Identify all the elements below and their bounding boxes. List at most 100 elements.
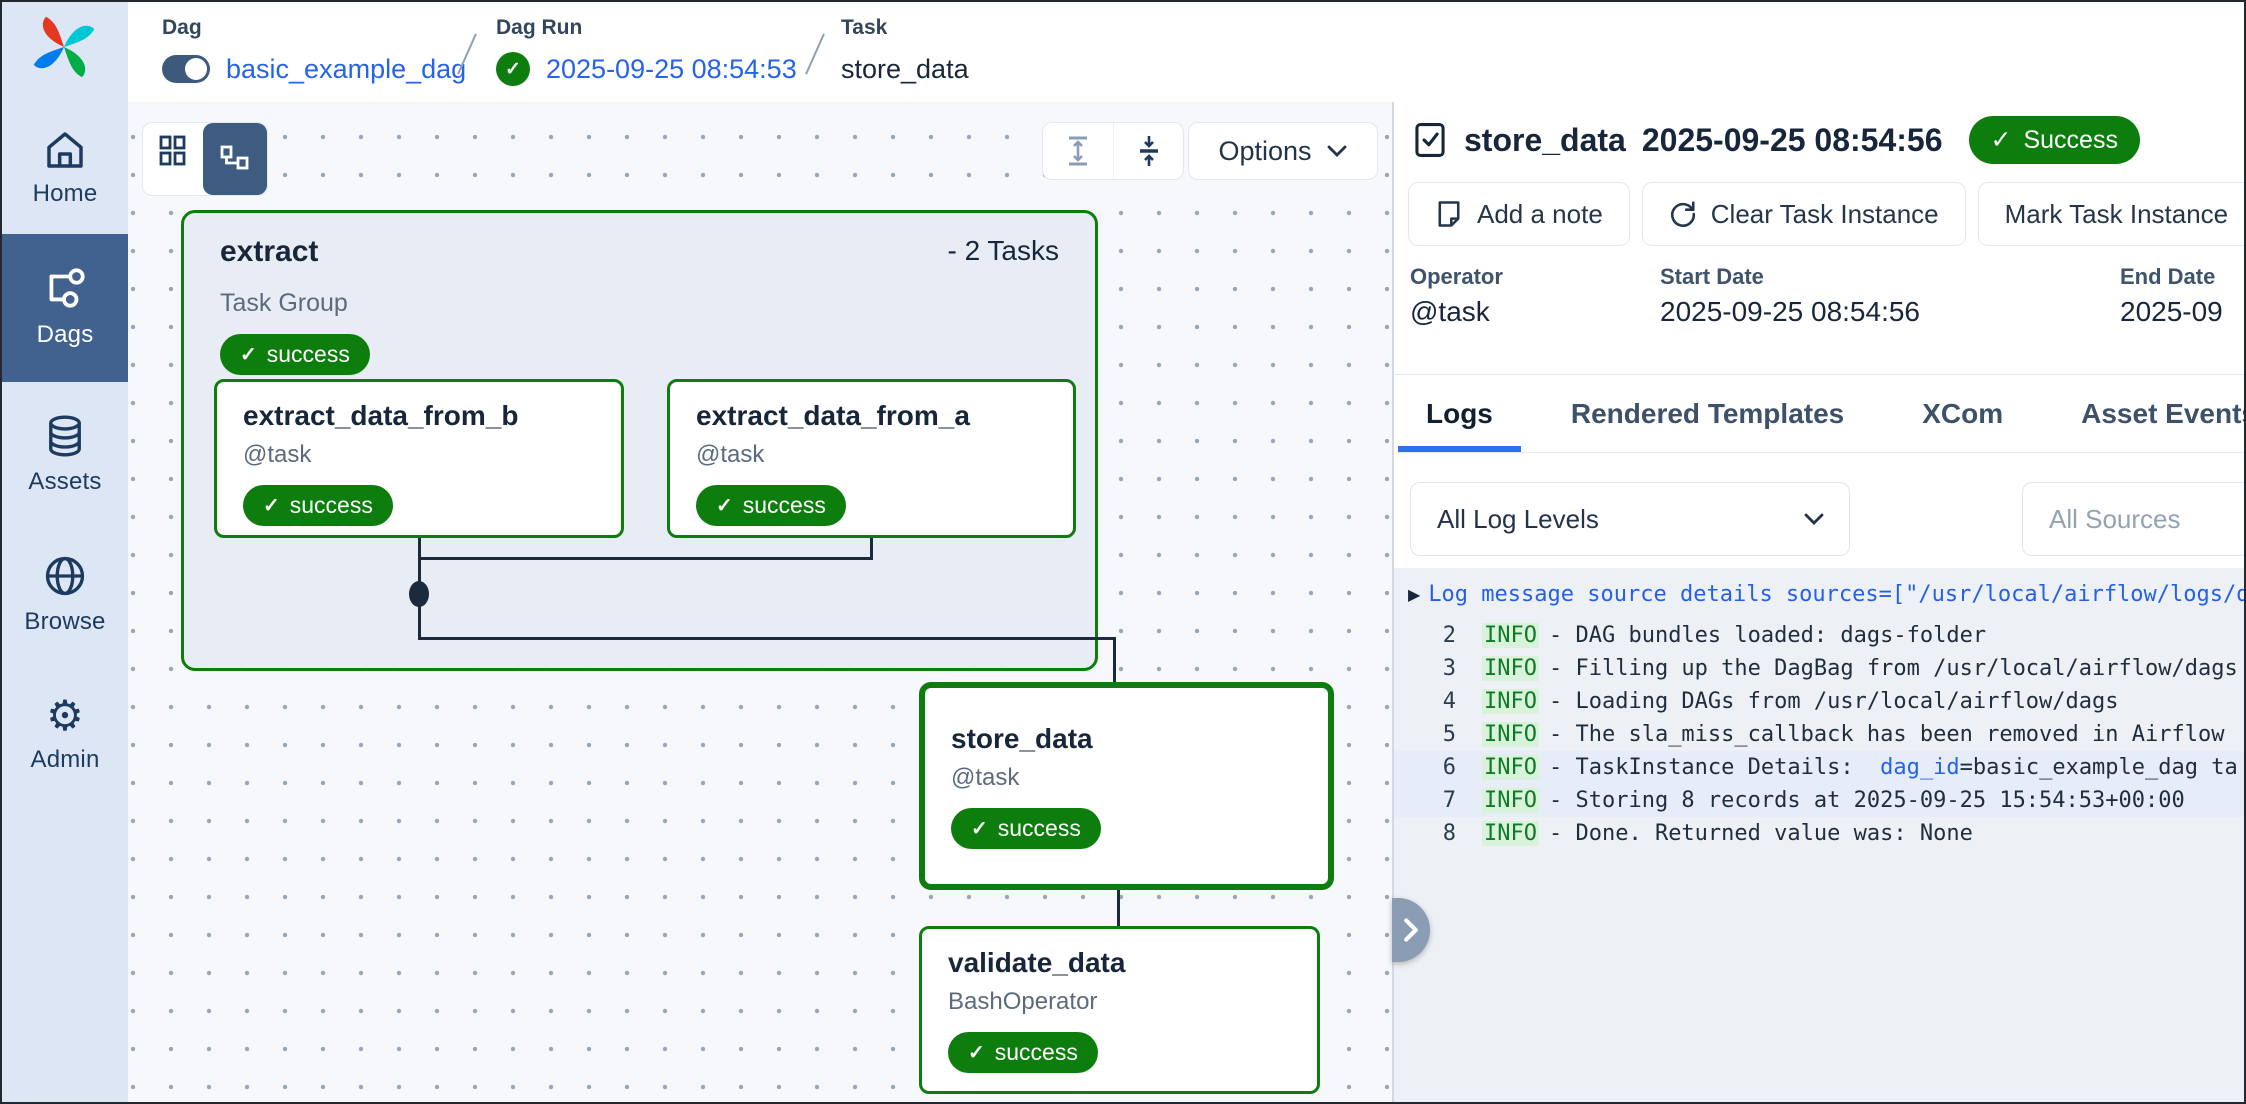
sidebar-item-label: Dags [36, 321, 94, 348]
sidebar-item-assets[interactable]: Assets [2, 414, 128, 496]
log-viewer[interactable]: ▶ Log message source details sources=["/… [1394, 568, 2244, 1102]
sidebar-item-browse[interactable]: Browse [2, 554, 128, 636]
expand-vertical-button[interactable] [1043, 123, 1113, 179]
add-note-button[interactable]: Add a note [1408, 182, 1630, 246]
airflow-logo[interactable] [31, 14, 97, 80]
check-icon: ✓ [263, 495, 280, 517]
edge [1113, 637, 1116, 682]
log-line: 4 INFO - Loading DAGs from /usr/local/ai… [1394, 685, 2244, 718]
edge [418, 602, 421, 640]
sidebar-item-label: Home [32, 180, 98, 207]
clear-task-instance-button[interactable]: Clear Task Instance [1641, 182, 1966, 246]
sidebar-item-home[interactable]: Home [2, 130, 128, 208]
sidebar-item-label: Assets [28, 468, 102, 495]
tab-label: Logs [1426, 397, 1493, 429]
grid-view-button[interactable] [143, 123, 203, 179]
log-level: INFO [1482, 623, 1539, 648]
status-badge-label: success [997, 815, 1081, 841]
breadcrumb-dag: Dag basic_example_dag [162, 16, 466, 86]
mark-task-instance-button[interactable]: Mark Task Instance [1977, 182, 2244, 246]
divider [1394, 374, 2244, 375]
log-message: - Filling up the DagBag from /usr/local/… [1548, 656, 2238, 681]
sidebar-item-admin[interactable]: ⚙ Admin [2, 692, 128, 774]
breadcrumb-separator [805, 33, 825, 75]
grid-icon [159, 135, 186, 166]
log-line: 3 INFO - Filling up the DagBag from /usr… [1394, 652, 2244, 685]
tab-label: Rendered Templates [1570, 397, 1845, 429]
expand-vertical-icon [1069, 136, 1087, 166]
start-date-label: Start Date [1660, 264, 1764, 289]
log-message: - Storing 8 records at 2025-09-25 15:54:… [1548, 788, 2185, 813]
log-level-select[interactable]: All Log Levels [1410, 482, 1850, 556]
graph-icon [220, 145, 249, 170]
status-badge-label: success [994, 1039, 1078, 1065]
log-line-number: 2 [1442, 623, 1456, 648]
task-node-extract-data-from-a[interactable]: extract_data_from_a @task ✓ success [667, 379, 1076, 538]
log-line: 7 INFO - Storing 8 records at 2025-09-25… [1394, 784, 2244, 817]
chevron-down-icon [1804, 513, 1824, 525]
task-instance-panel: store_data 2025-09-25 08:54:56 ✓ Success… [1392, 102, 2244, 1102]
status-badge: ✓ success [696, 485, 846, 526]
check-icon: ✓ [1990, 126, 2012, 154]
task-node-validate-data[interactable]: validate_data BashOperator ✓ success [919, 926, 1320, 1094]
gear-icon: ⚙ [46, 692, 84, 739]
sidebar-item-dags[interactable]: Dags [2, 234, 128, 382]
breadcrumb-dag-run: Dag Run ✓ 2025-09-25 08:54:53 [496, 16, 797, 86]
task-node-store-data[interactable]: store_data @task ✓ success [919, 682, 1334, 890]
status-badge-label: Success [2023, 125, 2118, 154]
task-node-operator: @task [951, 764, 1020, 791]
breadcrumb-task-value: store_data [841, 53, 969, 84]
dag-id-link[interactable]: dag_id [1880, 755, 1960, 780]
log-message: - TaskInstance Details: dag_id=basic_exa… [1548, 755, 2238, 780]
log-sources-input[interactable] [2022, 482, 2244, 556]
tab-xcom[interactable]: XCom [1894, 375, 2031, 452]
note-icon [1438, 201, 1460, 227]
status-badge: ✓ success [220, 334, 370, 375]
task-group-title: extract [220, 235, 319, 268]
breadcrumb: Dag basic_example_dag Dag Run ✓ 2025-09-… [128, 2, 2244, 102]
status-badge: ✓ success [243, 485, 393, 526]
dag-graph-canvas[interactable]: Options extract - 2 Tasks Task Group ✓ s… [128, 102, 1392, 1102]
status-badge-label: success [289, 492, 373, 518]
breadcrumb-task-label: Task [841, 16, 888, 39]
dags-icon [49, 268, 85, 308]
status-badge: ✓ success [948, 1032, 1098, 1073]
tab-logs[interactable]: Logs [1398, 375, 1521, 452]
log-level: INFO [1482, 656, 1539, 681]
sidebar-item-label: Browse [24, 608, 106, 635]
log-line: 5 INFO - The sla_miss_callback has been … [1394, 718, 2244, 751]
log-source-details-row[interactable]: ▶ Log message source details sources=["/… [1394, 568, 2244, 607]
task-node-title: extract_data_from_b [243, 400, 519, 431]
task-group-subtitle: Task Group [220, 289, 348, 317]
task-instance-header: store_data 2025-09-25 08:54:56 ✓ Success [1412, 116, 2140, 164]
task-node-operator: BashOperator [948, 988, 1098, 1015]
task-actions: Add a note Clear Task Instance Mark Task… [1408, 182, 2244, 246]
collapse-vertical-button[interactable] [1113, 123, 1183, 179]
edge [1117, 890, 1120, 926]
log-message: - Loading DAGs from /usr/local/airflow/d… [1548, 689, 2119, 714]
log-message: - DAG bundles loaded: dags-folder [1548, 623, 1987, 648]
task-node-extract-data-from-b[interactable]: extract_data_from_b @task ✓ success [214, 379, 624, 538]
log-line-number: 5 [1442, 722, 1456, 747]
breadcrumb-dag-run-link[interactable]: 2025-09-25 08:54:53 [546, 53, 797, 84]
success-check-icon: ✓ [496, 52, 530, 86]
log-line-number: 6 [1442, 755, 1456, 780]
tab-asset-events[interactable]: Asset Events [2053, 375, 2246, 452]
task-group-collapse-control[interactable]: - 2 Tasks [947, 235, 1059, 266]
dag-pause-toggle[interactable] [162, 55, 210, 83]
breadcrumb-dag-link[interactable]: basic_example_dag [226, 53, 467, 84]
globe-icon [45, 556, 85, 596]
detail-tabs: Logs Rendered Templates XCom Asset Event… [1398, 375, 2244, 453]
tab-label: Asset Events [2081, 397, 2246, 429]
sidebar: Home Dags Assets [2, 2, 128, 1102]
log-level: INFO [1482, 722, 1539, 747]
airflow-pinwheel-icon [33, 16, 95, 78]
tab-rendered-templates[interactable]: Rendered Templates [1543, 375, 1872, 452]
options-dropdown[interactable]: Options [1188, 122, 1378, 180]
breadcrumb-dag-label: Dag [162, 16, 202, 39]
status-badge-label: success [266, 341, 350, 367]
layout-controls [1042, 122, 1184, 180]
graph-view-button[interactable] [203, 123, 267, 195]
log-level: INFO [1482, 755, 1539, 780]
